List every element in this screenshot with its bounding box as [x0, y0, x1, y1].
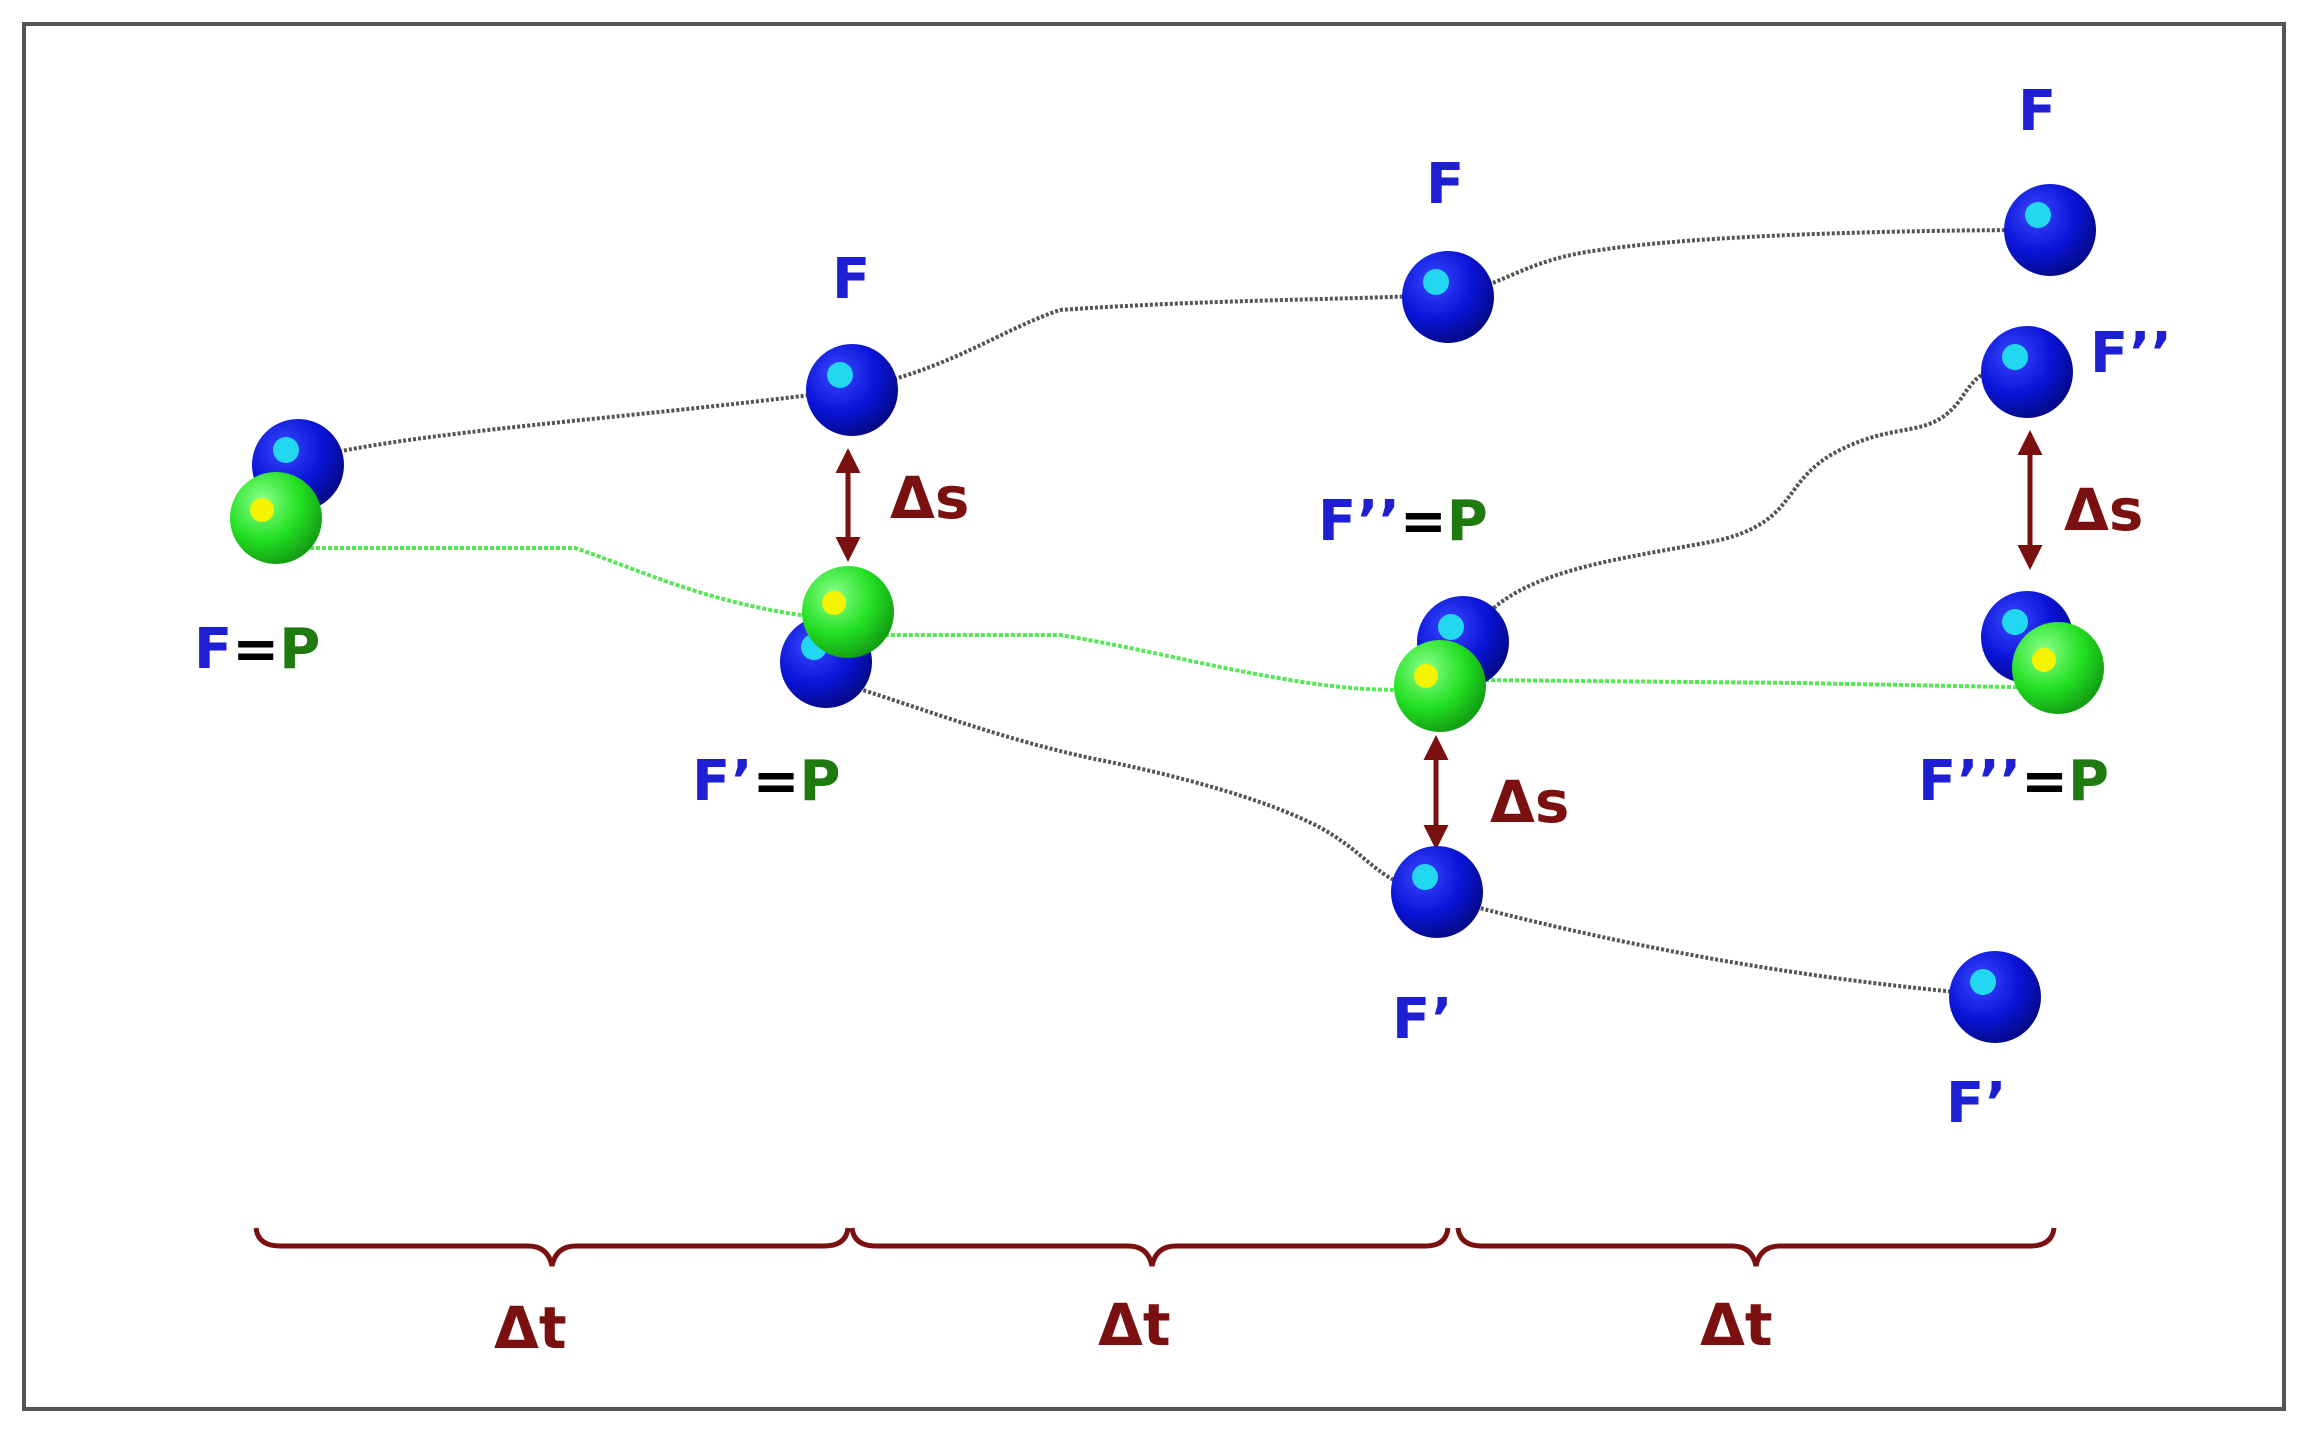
- coincidence-labels: F=P F’=P F’’=P F’’’=P: [194, 489, 2109, 814]
- time-step-braces: [253, 1227, 2057, 1267]
- label-coincidence-start: F=P: [194, 617, 320, 682]
- fluid-path-F: [299, 228, 2046, 462]
- coincidence-particle: P: [2068, 749, 2109, 814]
- time-step-brace-2: [849, 1227, 1451, 1267]
- label-f-top-1: F: [832, 247, 870, 312]
- fluid-particle: [1402, 251, 1494, 343]
- fluid-particle: [806, 344, 898, 436]
- fluid-particle: [2004, 184, 2096, 276]
- label-coincidence-step3: F’’’=P: [1918, 749, 2109, 814]
- fluid-particle: [1981, 326, 2073, 418]
- label-delta-s-3: Δs: [2064, 476, 2143, 544]
- coincidence-equals: =: [1400, 489, 1447, 554]
- label-f-prime-lower-1: F’: [1392, 987, 1453, 1052]
- particle: [802, 566, 894, 658]
- coincidence-fluid: F: [194, 617, 232, 682]
- coincidence-particle: P: [279, 617, 320, 682]
- coincidence-fluid: F’: [692, 749, 753, 814]
- label-delta-t-2: Δt: [1098, 1291, 1171, 1359]
- displacement-labels: Δs Δs Δs: [890, 464, 2143, 836]
- label-delta-t-1: Δt: [494, 1294, 567, 1362]
- displacement-arrows: [835, 430, 2043, 850]
- fluid-paths: [299, 228, 2046, 997]
- label-f-top-3: F: [2018, 79, 2056, 144]
- coincidence-equals: =: [753, 749, 800, 814]
- particle: [230, 472, 322, 564]
- coincidence-fluid: F’’: [1318, 489, 1400, 554]
- time-step-brace-3: [1455, 1227, 2057, 1267]
- particle: [2012, 622, 2104, 714]
- particles: [230, 472, 2104, 732]
- coincidence-equals: =: [2021, 749, 2068, 814]
- particle-path: [280, 546, 2061, 693]
- fluid-path-F-prime: [829, 678, 1991, 997]
- label-delta-t-3: Δt: [1700, 1291, 1773, 1359]
- coincidence-particle: P: [800, 749, 841, 814]
- fluid-labels: F F F F’’ F’ F’: [832, 79, 2172, 1136]
- fluid-particle: [1949, 951, 2041, 1043]
- fluid-path-F-double-prime: [1468, 363, 2026, 641]
- fluid-particle: [1391, 846, 1483, 938]
- coincidence-equals: =: [232, 617, 279, 682]
- label-delta-s-1: Δs: [890, 464, 969, 532]
- label-delta-s-2: Δs: [1490, 768, 1569, 836]
- label-coincidence-step2: F’’=P: [1318, 489, 1488, 554]
- time-step-labels: Δt Δt Δt: [494, 1291, 1773, 1362]
- diagram-frame: [22, 22, 2286, 1411]
- label-f-double-prime-right: F’’: [2090, 321, 2172, 386]
- particle-path-group: [280, 546, 2061, 693]
- label-coincidence-step1: F’=P: [692, 749, 841, 814]
- label-f-prime-lower-2: F’: [1946, 1071, 2007, 1136]
- label-f-top-2: F: [1426, 152, 1464, 217]
- coincidence-fluid: F’’’: [1918, 749, 2021, 814]
- fluid-particles: [252, 184, 2096, 1043]
- coincidence-particle: P: [1447, 489, 1488, 554]
- time-step-brace-1: [253, 1227, 851, 1267]
- particle: [1394, 640, 1486, 732]
